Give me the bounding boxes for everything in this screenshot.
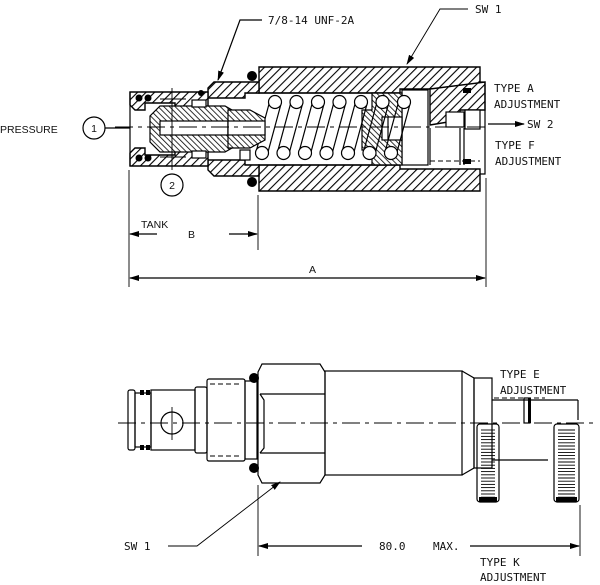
sw2-label: SW 2: [527, 118, 554, 131]
spring-coil-edge: [319, 103, 335, 153]
knob-base: [479, 497, 497, 502]
type-a-line2: ADJUSTMENT: [494, 98, 561, 111]
spring-coil-bottom: [383, 145, 399, 161]
hex-nut: [257, 363, 326, 484]
spring-coil-edge: [331, 103, 347, 153]
spring-coil-edge: [298, 103, 313, 153]
spring-coil-top: [289, 94, 304, 110]
spring-coil-edge: [288, 103, 304, 153]
type-k-line2: ADJUSTMENT: [480, 571, 547, 584]
sw1-label-top: SW 1: [475, 3, 502, 16]
spring-coil-edge: [341, 103, 356, 153]
port-2-label: 2: [169, 180, 175, 192]
spring-coil-edge: [276, 103, 292, 153]
cartridge-nose-section: [129, 71, 266, 187]
spring-coil-edge: [384, 103, 399, 153]
spring-coil-edge: [353, 103, 368, 153]
spring-coil-edge: [362, 103, 378, 153]
knob-base: [556, 497, 577, 502]
spring-coil-edge: [374, 103, 390, 153]
spring-coil-bottom: [362, 145, 377, 161]
dim-80-suffix: MAX.: [433, 540, 460, 553]
knob-outline: [553, 423, 580, 503]
spring: [254, 94, 412, 161]
type-e-line2: ADJUSTMENT: [500, 384, 567, 397]
knob-outline: [476, 423, 500, 503]
type-e-line1: TYPE E: [500, 368, 540, 381]
spring-coil-bottom: [276, 145, 291, 161]
valve-body-section: [245, 66, 486, 192]
type-a-line1: TYPE A: [494, 82, 534, 95]
port-2-circle: [160, 173, 184, 197]
spring-coil-bottom: [340, 145, 356, 161]
type-f-line1: TYPE F: [495, 139, 535, 152]
spring-coil-bottom: [319, 145, 334, 161]
tank-label: TANK: [141, 219, 168, 231]
spring-coil-top: [396, 94, 412, 110]
section-view: 1 PRESSURE 2 7/8-14 UNF-2A SW 1 SW 2 TYP…: [0, 3, 562, 287]
thread-leader: [217, 19, 262, 81]
spring-coil-bottom: [254, 145, 270, 161]
knurl-knob-right: [553, 423, 580, 503]
type-k-line1: TYPE K: [480, 556, 520, 569]
thread-label: 7/8-14 UNF-2A: [268, 14, 354, 27]
pressure-label: PRESSURE: [0, 124, 58, 136]
spring-coil-top: [310, 94, 326, 110]
dim-a-label: A: [309, 264, 316, 276]
sw1-leader-bottom: [168, 481, 281, 547]
spring-coil-edge: [396, 103, 411, 153]
exterior-view: TYPE E ADJUSTMENT SW 1 80.0 MAX. TYPE K …: [118, 363, 595, 584]
dim-80-value: 80.0: [379, 540, 406, 553]
sw1-leader-top: [406, 8, 468, 65]
dim-b-label: B: [188, 229, 195, 241]
spring-coil-edge: [267, 103, 282, 153]
spring-coil-bottom: [297, 145, 313, 161]
knurl-knob-left: [476, 423, 500, 503]
spring-coil-top: [353, 94, 369, 110]
spring-coil-top: [375, 94, 390, 110]
type-f-line2: ADJUSTMENT: [495, 155, 562, 168]
port-1-label: 1: [91, 123, 97, 135]
spring-coil-top: [267, 94, 283, 110]
spring-coil-top: [332, 94, 347, 110]
sw1-label-bottom: SW 1: [124, 540, 151, 553]
spring-coil-edge: [310, 103, 325, 153]
